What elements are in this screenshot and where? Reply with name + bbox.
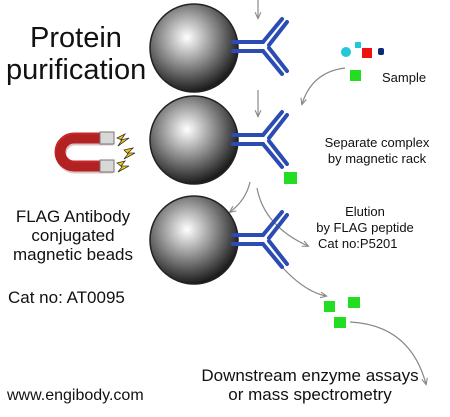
downstream-line-1: Downstream enzyme assays [201,366,419,385]
sample-add-arrow [302,67,346,104]
antibody-step1-icon [231,17,289,76]
step2-to-step3-arrow [230,181,251,212]
magnet-icon [54,131,115,174]
elution-arrow [256,187,308,246]
eluted-proteins [324,297,360,328]
bead-label-line-1: FLAG Antibody [15,207,131,226]
flag-peptide-cat-no: Cat no:P5201 [318,236,398,251]
elution-line-1: Elution [345,204,385,219]
elution-line-2: by FLAG peptide [316,220,414,235]
separate-complex-line-1: Separate complex [324,135,430,150]
title-line-1: Protein [30,22,122,54]
sample-cyan-square [355,42,361,48]
antibody-step3-icon [231,210,289,269]
bead-cat-no: Cat no: AT0095 [8,288,125,307]
bead-label: FLAG Antibody conjugated magnetic beads [4,207,142,264]
sample-label: Sample [382,70,427,85]
flow-arrows [230,0,426,384]
step3-to-proteins-arrow [261,241,326,296]
sample-molecules [341,42,384,81]
sample-navy-square [378,48,384,55]
proteins-to-downstream-arrow [349,321,426,384]
sample-red-square [362,48,372,58]
sample-cyan-dot [341,47,351,57]
sample-flag-protein [350,70,361,81]
title-line-2: purification [6,54,147,86]
separate-complex-line-2: by magnetic rack [327,151,427,166]
bound-flag-protein [284,172,297,184]
diagram-title: Protein purification [6,22,146,86]
bead-label-line-3: magnetic beads [12,245,134,264]
website-url: www.engibody.com [7,387,144,404]
magnetic-spark-icon [116,132,136,173]
bead-label-line-2: conjugated [31,226,115,245]
downstream-label: Downstream enzyme assays or mass spectro… [180,366,440,404]
elution-label: Elution by FLAG peptide [310,204,420,236]
bead-step1 [149,3,239,93]
downstream-line-2: or mass spectrometry [228,385,392,404]
antibody-step2-icon [231,110,289,169]
bead-step2 [149,95,239,185]
separate-complex-label: Separate complex by magnetic rack [322,135,432,167]
bead-step3 [149,195,239,285]
